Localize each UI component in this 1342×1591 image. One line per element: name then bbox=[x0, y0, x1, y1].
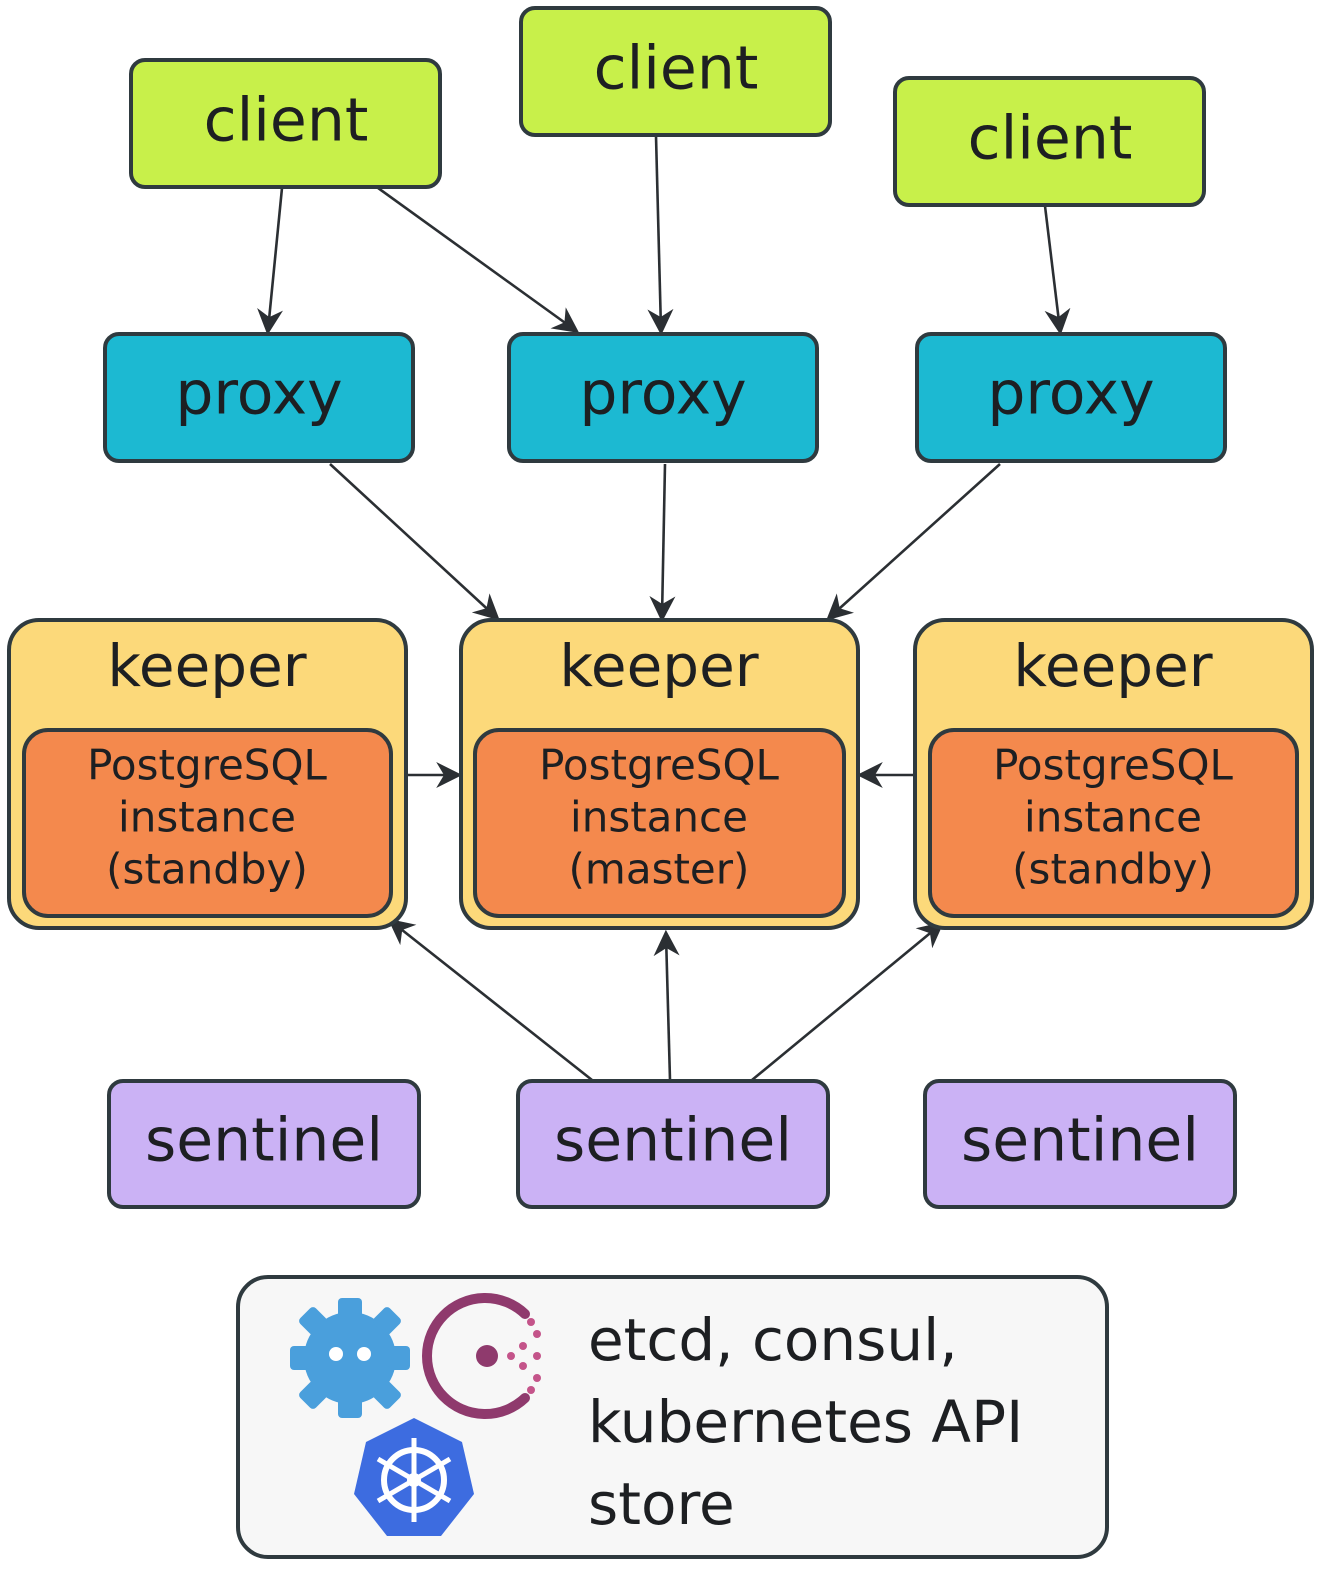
edge-sentinel2-keeper1 bbox=[387, 918, 593, 1082]
instance-line-3: (master) bbox=[569, 845, 750, 894]
etcd-icon bbox=[290, 1298, 410, 1418]
postgres-instance-box bbox=[928, 728, 1299, 918]
instance-line-3: (standby) bbox=[106, 845, 308, 894]
keeper-label: keeper bbox=[559, 632, 758, 700]
sentinel-box bbox=[107, 1079, 421, 1209]
instance-line-2: instance bbox=[118, 793, 296, 842]
keeper-label: keeper bbox=[107, 632, 306, 700]
client-label: client bbox=[204, 86, 369, 156]
edge-proxy1-keeper2 bbox=[329, 463, 500, 621]
proxy-box bbox=[915, 332, 1227, 463]
keeper-node[interactable]: keeper PostgreSQL instance (master) bbox=[459, 618, 860, 930]
edge-sentinel2-keeper2 bbox=[653, 929, 680, 1081]
postgres-instance-box bbox=[473, 728, 846, 918]
instance-line-3: (standby) bbox=[1012, 845, 1214, 894]
sentinel-node[interactable]: sentinel bbox=[516, 1079, 830, 1209]
proxy-node[interactable]: proxy bbox=[103, 332, 415, 463]
proxy-box bbox=[507, 332, 819, 463]
keeper-node[interactable]: keeper PostgreSQL instance (standby) bbox=[7, 618, 408, 930]
client-label: client bbox=[594, 34, 759, 104]
client-node[interactable]: client bbox=[519, 6, 832, 137]
kubernetes-icon bbox=[354, 1418, 474, 1536]
proxy-label: proxy bbox=[175, 359, 342, 429]
edge-sentinel2-keeper3 bbox=[751, 921, 945, 1082]
client-box bbox=[129, 58, 442, 189]
proxy-label: proxy bbox=[579, 359, 746, 429]
keeper-node[interactable]: keeper PostgreSQL instance (standby) bbox=[913, 618, 1314, 930]
proxy-node[interactable]: proxy bbox=[507, 332, 819, 463]
client-box bbox=[519, 6, 832, 137]
instance-line-2: instance bbox=[1024, 793, 1202, 842]
edge-proxy2-keeper2 bbox=[649, 463, 676, 623]
keeper-row: keeper PostgreSQL instance (standby) kee… bbox=[7, 618, 1314, 930]
client-row: client client client bbox=[129, 6, 1206, 207]
sentinel-label: sentinel bbox=[145, 1106, 383, 1176]
store-line-2: kubernetes API bbox=[588, 1388, 1023, 1456]
sentinel-label: sentinel bbox=[961, 1106, 1199, 1176]
proxy-node[interactable]: proxy bbox=[915, 332, 1227, 463]
sentinel-node[interactable]: sentinel bbox=[923, 1079, 1237, 1209]
sentinel-row: sentinel sentinel sentinel bbox=[107, 1079, 1237, 1209]
client-node[interactable]: client bbox=[893, 76, 1206, 207]
edge-client1-proxy2 bbox=[377, 186, 580, 334]
instance-line-1: PostgreSQL bbox=[539, 741, 779, 790]
postgres-instance-box bbox=[22, 728, 393, 918]
client-label: client bbox=[968, 104, 1133, 174]
instance-line-1: PostgreSQL bbox=[993, 741, 1233, 790]
sentinel-box bbox=[516, 1079, 830, 1209]
proxy-label: proxy bbox=[987, 359, 1154, 429]
edge-client2-proxy2 bbox=[647, 135, 674, 336]
store-node[interactable]: etcd, consul, kubernetes API store bbox=[236, 1275, 1109, 1559]
sentinel-box bbox=[923, 1079, 1237, 1209]
instance-line-1: PostgreSQL bbox=[87, 741, 327, 790]
edge-client3-proxy3 bbox=[1043, 205, 1071, 336]
sentinel-node[interactable]: sentinel bbox=[107, 1079, 421, 1209]
consul-icon bbox=[422, 1293, 541, 1419]
edge-client1-proxy1 bbox=[257, 187, 284, 336]
proxy-row: proxy proxy proxy bbox=[103, 332, 1227, 463]
edge-proxy3-keeper2 bbox=[826, 463, 1001, 621]
sentinel-label: sentinel bbox=[554, 1106, 792, 1176]
proxy-box bbox=[103, 332, 415, 463]
store-line-3: store bbox=[588, 1470, 735, 1538]
keeper-label: keeper bbox=[1013, 632, 1212, 700]
instance-line-2: instance bbox=[570, 793, 748, 842]
store-line-1: etcd, consul, bbox=[588, 1306, 958, 1374]
client-node[interactable]: client bbox=[129, 58, 442, 189]
edges bbox=[257, 135, 1071, 1082]
client-box bbox=[893, 76, 1206, 207]
